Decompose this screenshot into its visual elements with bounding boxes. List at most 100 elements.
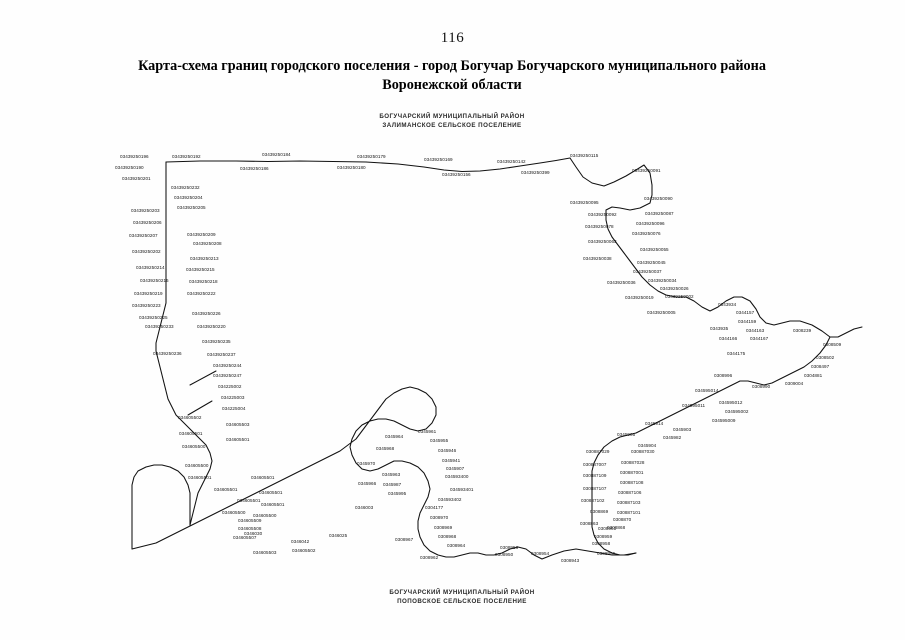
point-code-label: 0308863 (580, 521, 599, 526)
neighbour-caption-north-district: БОГУЧАРСКИЙ МУНИЦИПАЛЬНЫЙ РАЙОН (379, 113, 525, 120)
point-code-label: 030887007 (583, 462, 607, 467)
point-code-label: 03439250184 (262, 152, 291, 157)
point-code-label: 03439250186 (240, 166, 269, 171)
point-code-label: 03439250218 (189, 279, 218, 284)
neighbour-caption-north: БОГУЧАРСКИЙ МУНИЦИПАЛЬНЫЙ РАЙОН ЗАЛИМАНС… (302, 113, 602, 131)
point-code-label: 03439250038 (583, 256, 612, 261)
point-code-label: 0308961 (598, 526, 617, 531)
point-code-label: 030887108 (620, 480, 644, 485)
point-code-label: 030887001 (620, 470, 644, 475)
point-code-label: 03439250087 (645, 211, 674, 216)
point-code-label: 03439250192 (172, 154, 201, 159)
point-code-label: 034605500 (182, 444, 206, 449)
point-code-label: 03439250078 (585, 224, 614, 229)
point-code-label: 0345987 (383, 482, 402, 487)
point-code-label: 0308990 (752, 384, 771, 389)
point-code-label: 03439250091 (632, 168, 661, 173)
point-code-label: 034605501 (188, 475, 212, 480)
point-code-label: 030887103 (617, 500, 641, 505)
point-code-label: 03439250204 (174, 195, 203, 200)
point-code-label: 03439250216 (140, 278, 169, 283)
point-code-label: 0344167 (750, 336, 769, 341)
point-code-label: 0308950 (495, 552, 514, 557)
point-code-label: 0345955 (430, 438, 449, 443)
point-code-label: 0308958 (592, 541, 611, 546)
point-code-label: 03439250019 (625, 295, 654, 300)
point-code-label: 03439250235 (202, 339, 231, 344)
point-code-label: 03439250005 (647, 310, 676, 315)
point-code-label: 0343934 (718, 302, 737, 307)
point-code-label: 034225003 (221, 395, 245, 400)
point-code-label: 0308239 (793, 328, 812, 333)
point-code-label: 0308970 (430, 515, 449, 520)
point-code-label: 03439250034 (648, 278, 677, 283)
point-code-label: 03439250236 (153, 351, 182, 356)
point-code-label: 03439250215 (186, 267, 215, 272)
page-title-line1: Карта-схема границ городского поселения … (138, 58, 766, 74)
point-code-label: 0345968 (376, 446, 395, 451)
point-code-label: 034605501 (237, 498, 261, 503)
point-code-label: 034593400 (445, 474, 469, 479)
point-code-label: 0345982 (663, 435, 682, 440)
point-code-label: 03439250219 (134, 291, 163, 296)
point-code-label: 0344157 (736, 310, 755, 315)
point-code-label: 03439250214 (136, 265, 165, 270)
point-code-label: 03439250233 (145, 324, 174, 329)
point-code-label: 0308964 (447, 543, 466, 548)
point-code-label: 03439250209 (187, 232, 216, 237)
point-code-label: 03439250205 (177, 205, 206, 210)
point-code-label: 03439250202 (132, 249, 161, 254)
point-code-label: 03439250180 (337, 165, 366, 170)
point-code-label: 0344159 (738, 319, 757, 324)
neighbour-caption-north-settlement: ЗАЛИМАНСКОЕ СЕЛЬСКОЕ ПОСЕЛЕНИЕ (382, 121, 522, 129)
point-code-label: 0308969 (434, 525, 453, 530)
point-code-label: 0345970 (357, 461, 376, 466)
point-code-label: 030887102 (581, 498, 605, 503)
point-code-label: 03439250220 (197, 324, 226, 329)
page-number: 116 (440, 30, 465, 46)
point-code-label: 034605503 (226, 422, 250, 427)
point-code-label: 03439250036 (607, 280, 636, 285)
point-code-label: 0308956 (597, 551, 616, 556)
point-code-label: 0345961 (418, 429, 437, 434)
point-code-label: 0344163 (746, 328, 765, 333)
point-code-label: 034605500 (222, 510, 246, 515)
point-code-label: 0308869 (590, 509, 609, 514)
point-code-label: 034605500 (185, 463, 209, 468)
point-code-label: 0308502 (816, 355, 835, 360)
point-code-label: 03439250026 (660, 286, 689, 291)
point-code-label: 030887106 (618, 490, 642, 495)
point-code-label: 034605502 (178, 415, 202, 420)
point-code-label: 0308943 (561, 558, 580, 563)
point-code-label: 03439250190 (115, 165, 144, 170)
point-code-label: 034595009 (712, 418, 736, 423)
point-code-label: 03439250045 (637, 260, 666, 265)
point-code-label: 034605501 (259, 490, 283, 495)
point-code-label: 03439250222 (187, 291, 216, 296)
point-code-label: 0343935 (710, 326, 729, 331)
point-code-label: 0308959 (594, 534, 613, 539)
point-code-label: 034605501 (179, 431, 203, 436)
point-code-label: 034605502 (292, 548, 316, 553)
boundary-polyline-svg (131, 157, 863, 560)
point-code-label: 030887029 (586, 449, 610, 454)
point-code-label: 03439250244 (213, 363, 242, 368)
point-code-label: 030887028 (621, 460, 645, 465)
point-code-label: 0345946 (438, 448, 457, 453)
point-code-label: 034593401 (450, 487, 474, 492)
point-code-label: 03439250142 (497, 159, 526, 164)
point-code-label: 0346042 (291, 539, 310, 544)
boundary-line (131, 157, 863, 560)
boundary-map (0, 125, 905, 590)
point-code-label: 034605507 (233, 535, 257, 540)
point-code-label: 034605500 (253, 513, 277, 518)
point-code-label: 03439250226 (192, 311, 221, 316)
point-code-label: 0345963 (382, 472, 401, 477)
point-code-label: 0346003 (355, 505, 374, 510)
point-code-label: 0346025 (329, 533, 348, 538)
point-code-label: 0308497 (811, 364, 830, 369)
point-code-label: 03439250156 (442, 172, 471, 177)
point-code-label: 0344175 (727, 351, 746, 356)
point-code-label: 034605503 (253, 550, 277, 555)
point-code-label: 03439250055 (640, 247, 669, 252)
